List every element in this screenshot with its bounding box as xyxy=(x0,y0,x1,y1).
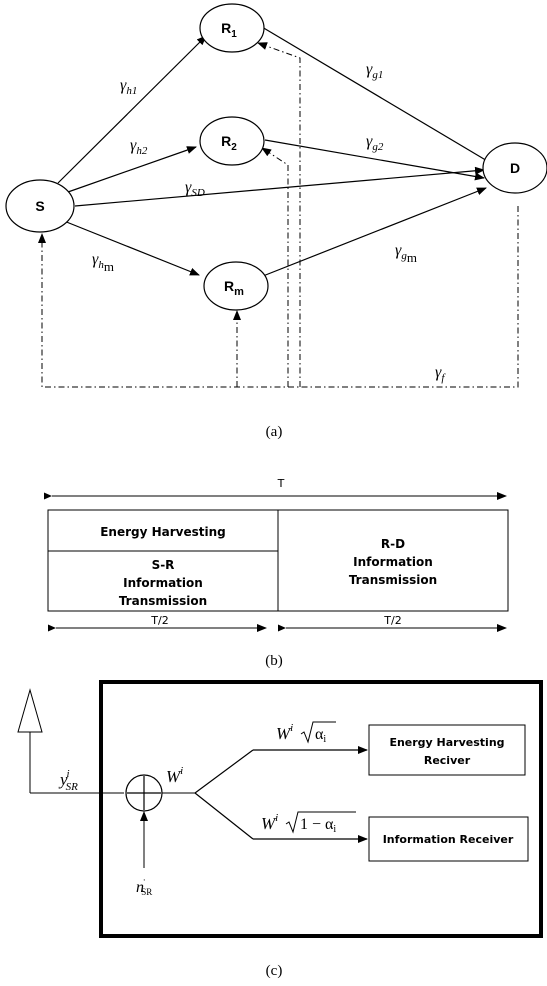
receiver-enclosure xyxy=(99,680,543,938)
energy-receiver-label-1: Energy Harvesting xyxy=(389,736,504,749)
edge-label-h1: γh1 xyxy=(120,77,137,97)
noise-label: n·SR xyxy=(136,875,152,897)
link-s-rm xyxy=(63,220,200,276)
link-s-r1 xyxy=(57,35,207,184)
edge-label-g2: γg2 xyxy=(366,133,384,153)
info-receiver-box xyxy=(368,816,529,862)
link-r1-d xyxy=(261,26,495,166)
svg-text:Wi: Wi xyxy=(261,812,278,833)
period-label: T xyxy=(277,477,285,490)
sr-transmission-label: Transmission xyxy=(119,594,207,608)
adder-icon xyxy=(125,774,163,812)
svg-text:αi: αi xyxy=(315,726,326,745)
upper-branch-label: Wi αi xyxy=(276,721,336,745)
node-relay-1-label: R xyxy=(221,20,231,36)
feedback-line-bottom xyxy=(38,206,519,388)
svg-text:Wi: Wi xyxy=(276,722,293,743)
energy-receiver-label-2: Reciver xyxy=(424,754,471,767)
sr-label: S-R xyxy=(152,558,175,572)
lower-branch-line xyxy=(194,792,254,840)
link-s-r2 xyxy=(67,146,197,193)
node-source-label: S xyxy=(35,198,44,214)
node-relay-m-sub: m xyxy=(234,286,244,298)
node-relay-2-label: R xyxy=(221,133,231,149)
node-destination: D xyxy=(482,142,547,194)
half-right-label: T/2 xyxy=(383,614,401,627)
edge-label-g1: γg1 xyxy=(366,61,383,81)
energy-receiver-box xyxy=(368,724,526,776)
rd-transmission-label: Transmission xyxy=(349,573,437,587)
combined-signal-label: Wi xyxy=(166,765,183,786)
caption-c: (c) xyxy=(266,963,283,979)
svg-text:R1: R1 xyxy=(221,20,237,40)
edge-label-h2: γh2 xyxy=(130,137,148,157)
edge-label-f: γf xyxy=(435,364,446,384)
link-rm-d xyxy=(262,187,487,277)
node-relay-2: R2 xyxy=(199,116,265,166)
edge-label-sd: γSD xyxy=(185,179,205,199)
panel-a-network-diagram: S R1 R2 Rm D γh1 γh2 γSD γhm γg1 γg2 γgm… xyxy=(5,3,547,440)
node-destination-label: D xyxy=(510,160,520,176)
node-source: S xyxy=(5,179,75,233)
lower-branch-label: Wi 1 − αi xyxy=(261,811,356,835)
antenna-icon xyxy=(17,688,124,794)
node-relay-2-sub: 2 xyxy=(231,142,237,153)
svg-text:Rm: Rm xyxy=(224,278,244,298)
svg-text:1 − αi: 1 − αi xyxy=(300,816,336,835)
sr-info-label: Information xyxy=(123,576,203,590)
edge-label-gm: γgm xyxy=(395,242,417,265)
rd-label: R-D xyxy=(381,537,405,551)
feedback-line-r2 xyxy=(261,147,289,387)
info-receiver-label: Information Receiver xyxy=(383,833,514,846)
panel-b-time-frame: T Energy Harvesting S-R Information Tran… xyxy=(44,477,509,669)
caption-a: (a) xyxy=(266,424,283,440)
feedback-line-r1 xyxy=(257,42,301,387)
svg-text:R2: R2 xyxy=(221,133,237,153)
node-relay-1: R1 xyxy=(199,3,265,53)
node-relay-m: Rm xyxy=(203,261,269,311)
upper-branch-line xyxy=(194,749,254,794)
rd-info-label: Information xyxy=(353,555,433,569)
link-r2-d xyxy=(264,139,485,181)
half-left-label: T/2 xyxy=(150,614,168,627)
caption-b: (b) xyxy=(265,653,283,669)
node-relay-1-sub: 1 xyxy=(231,29,237,40)
node-relay-m-label: R xyxy=(224,278,234,294)
edge-label-hm: γhm xyxy=(92,251,114,274)
energy-harvesting-label: Energy Harvesting xyxy=(100,525,226,539)
link-s-d xyxy=(74,166,485,207)
